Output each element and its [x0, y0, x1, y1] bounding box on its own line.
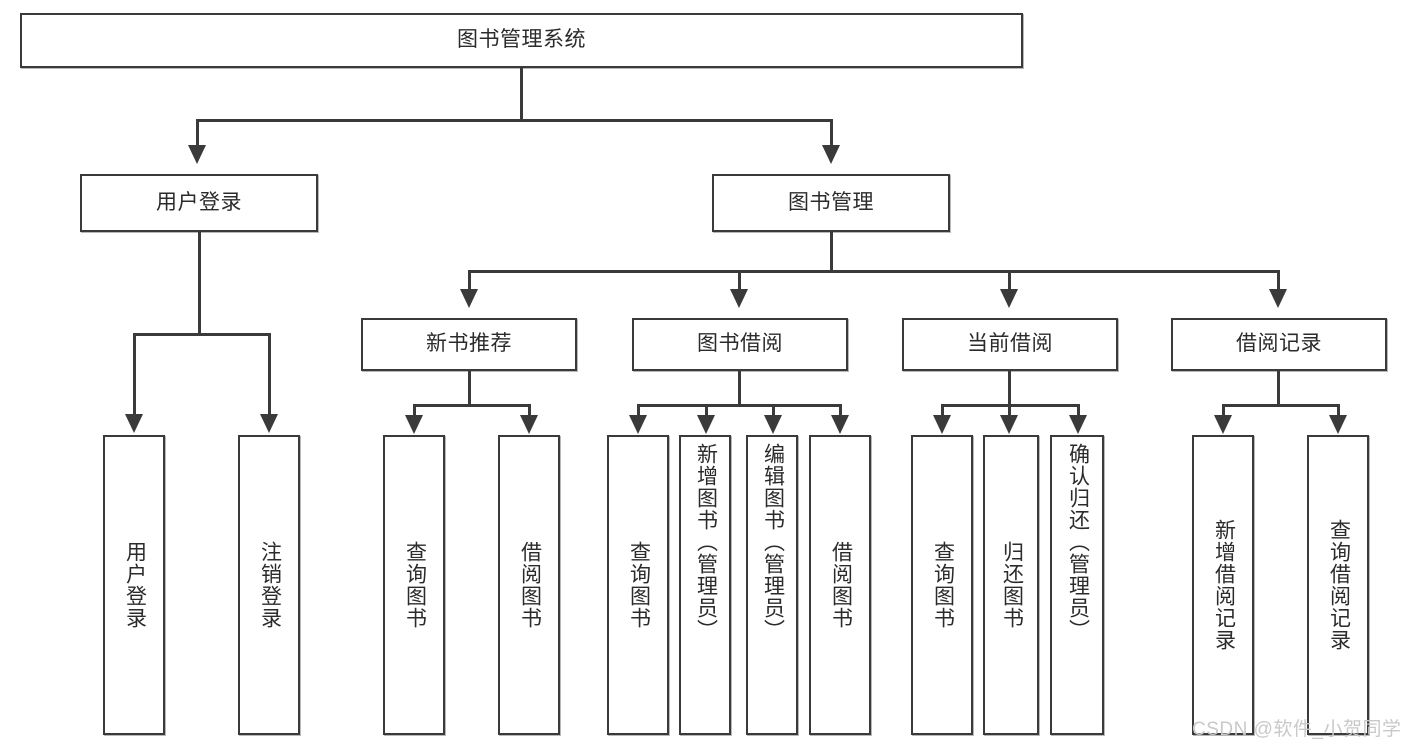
connector-current-borrow-child-1	[941, 404, 944, 416]
leaf-add-book-label: 新增图书（管理员）	[694, 443, 718, 641]
node-book-borrow[interactable]: 图书借阅	[632, 318, 848, 371]
arrowhead-leaf-borrow-book-1	[520, 415, 538, 434]
node-borrow-record[interactable]: 借阅记录	[1171, 318, 1387, 371]
connector-book-manage-child-1	[468, 270, 471, 290]
leaf-user-login[interactable]: 用户登录	[103, 435, 165, 735]
arrowhead-leaf-query-book-1	[405, 415, 423, 434]
arrowhead-new-book-recommend	[460, 289, 478, 308]
connector-user-login-bar	[133, 333, 270, 336]
arrowhead-leaf-add-book	[697, 415, 715, 434]
leaf-confirm-return[interactable]: 确认归还（管理员）	[1050, 435, 1104, 735]
arrowhead-leaf-borrow-book-2	[831, 415, 849, 434]
node-user-login-label: 用户登录	[156, 190, 242, 214]
node-borrow-record-label: 借阅记录	[1236, 332, 1322, 356]
leaf-user-login-label: 用户登录	[123, 541, 147, 629]
connector-book-manage-child-2	[738, 270, 741, 290]
connector-user-login-child-2	[268, 333, 271, 415]
node-book-borrow-label: 图书借阅	[697, 332, 783, 356]
leaf-return-book[interactable]: 归还图书	[983, 435, 1039, 735]
node-new-book-recommend-label: 新书推荐	[426, 332, 512, 356]
leaf-query-book-3[interactable]: 查询图书	[911, 435, 973, 735]
connector-book-borrow-child-2	[705, 404, 708, 416]
node-book-manage[interactable]: 图书管理	[712, 174, 950, 232]
connector-current-borrow-trunk	[1008, 371, 1011, 406]
leaf-query-book-1[interactable]: 查询图书	[383, 435, 445, 735]
connector-new-book-recommend-child-2	[528, 404, 531, 416]
connector-borrow-record-child-1	[1222, 404, 1225, 416]
leaf-borrow-book-2-label: 借阅图书	[829, 541, 853, 629]
connector-borrow-record-bar	[1222, 404, 1340, 407]
leaf-borrow-book-1-label: 借阅图书	[518, 541, 542, 629]
leaf-user-logout-label: 注销登录	[258, 541, 282, 629]
arrowhead-leaf-query-book-2	[629, 415, 647, 434]
arrowhead-leaf-edit-book	[764, 415, 782, 434]
connector-root-to-user-login	[196, 119, 199, 146]
leaf-confirm-return-label: 确认归还（管理员）	[1066, 443, 1090, 641]
arrowhead-book-manage	[822, 145, 840, 164]
connector-user-login-child-1	[133, 333, 136, 415]
node-root-label: 图书管理系统	[457, 28, 586, 52]
connector-user-login-trunk	[198, 232, 201, 335]
connector-root-bar	[196, 119, 833, 122]
node-root[interactable]: 图书管理系统	[20, 13, 1023, 68]
arrowhead-leaf-add-record	[1214, 415, 1232, 434]
arrowhead-leaf-return-book	[1000, 415, 1018, 434]
leaf-add-record[interactable]: 新增借阅记录	[1192, 435, 1254, 735]
node-book-manage-label: 图书管理	[788, 190, 874, 214]
connector-borrow-record-child-2	[1337, 404, 1340, 416]
connector-book-borrow-bar	[637, 404, 842, 407]
connector-book-borrow-child-4	[839, 404, 842, 416]
node-current-borrow[interactable]: 当前借阅	[902, 318, 1118, 371]
connector-book-manage-child-3	[1008, 270, 1011, 290]
leaf-user-logout[interactable]: 注销登录	[238, 435, 300, 735]
connector-book-manage-trunk	[830, 232, 833, 273]
leaf-add-book[interactable]: 新增图书（管理员）	[679, 435, 731, 735]
arrowhead-leaf-user-logout	[260, 414, 278, 433]
connector-book-manage-child-4	[1277, 270, 1280, 290]
node-new-book-recommend[interactable]: 新书推荐	[361, 318, 577, 371]
arrowhead-user-login	[188, 145, 206, 164]
connector-borrow-record-trunk	[1277, 371, 1280, 406]
node-user-login[interactable]: 用户登录	[80, 174, 318, 232]
leaf-borrow-book-2[interactable]: 借阅图书	[809, 435, 871, 735]
arrowhead-current-borrow	[1000, 289, 1018, 308]
connector-book-borrow-child-1	[637, 404, 640, 416]
connector-root-trunk	[520, 68, 523, 121]
arrowhead-leaf-query-record	[1329, 415, 1347, 434]
leaf-query-book-2[interactable]: 查询图书	[607, 435, 669, 735]
connector-new-book-recommend-bar	[413, 404, 531, 407]
arrowhead-leaf-user-login	[125, 414, 143, 433]
leaf-add-record-label: 新增借阅记录	[1212, 519, 1236, 651]
leaf-borrow-book-1[interactable]: 借阅图书	[498, 435, 560, 735]
leaf-query-book-3-label: 查询图书	[931, 541, 955, 629]
connector-new-book-recommend-child-1	[413, 404, 416, 416]
connector-book-manage-bar	[468, 270, 1280, 273]
leaf-return-book-label: 归还图书	[1000, 541, 1024, 629]
connector-current-borrow-child-2	[1008, 404, 1011, 416]
arrowhead-leaf-confirm-return	[1069, 415, 1087, 434]
arrowhead-book-borrow	[730, 289, 748, 308]
connector-root-to-book-manage	[830, 119, 833, 146]
connector-current-borrow-child-3	[1077, 404, 1080, 416]
leaf-query-book-1-label: 查询图书	[403, 541, 427, 629]
leaf-query-record[interactable]: 查询借阅记录	[1307, 435, 1369, 735]
leaf-edit-book[interactable]: 编辑图书（管理员）	[746, 435, 798, 735]
csdn-watermark: CSDN @软件_小贺同学	[1192, 719, 1402, 740]
arrowhead-borrow-record	[1269, 289, 1287, 308]
node-current-borrow-label: 当前借阅	[967, 332, 1053, 356]
connector-book-borrow-trunk	[738, 371, 741, 406]
connector-new-book-recommend-trunk	[468, 371, 471, 406]
arrowhead-leaf-query-book-3	[933, 415, 951, 434]
leaf-edit-book-label: 编辑图书（管理员）	[761, 443, 785, 641]
connector-book-borrow-child-3	[772, 404, 775, 416]
leaf-query-book-2-label: 查询图书	[627, 541, 651, 629]
leaf-query-record-label: 查询借阅记录	[1327, 519, 1351, 651]
